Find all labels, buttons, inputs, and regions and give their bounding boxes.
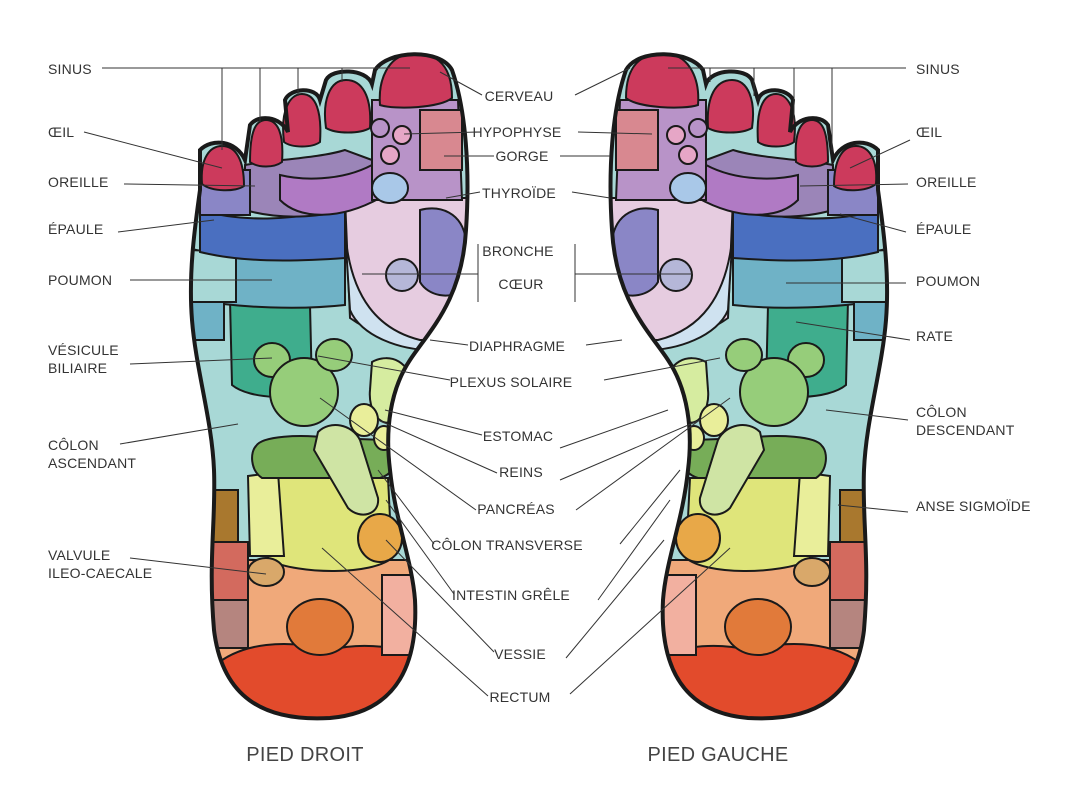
label-rectum: RECTUM xyxy=(489,689,551,705)
label-sinus-right-foot: SINUS xyxy=(48,61,92,77)
label-oreille-left-foot: OREILLE xyxy=(916,174,977,190)
label-oeil-left-foot: ŒIL xyxy=(916,124,943,140)
label-valvule-ileo-caecale: VALVULE ILEO-CAECALE xyxy=(48,547,153,581)
label-cerveau: CERVEAU xyxy=(484,88,554,104)
label-bronche: BRONCHE xyxy=(482,243,554,259)
label-colon-descendant: CÔLON DESCENDANT xyxy=(916,404,1015,438)
label-thyroide: THYROÏDE xyxy=(482,185,556,201)
label-intestin-grele: INTESTIN GRÊLE xyxy=(452,587,570,603)
label-hypophyse: HYPOPHYSE xyxy=(472,124,562,140)
label-epaule-left-foot: ÉPAULE xyxy=(916,221,972,237)
label-gorge: GORGE xyxy=(495,148,549,164)
title-pied-gauche: PIED GAUCHE xyxy=(647,744,789,766)
label-rate: RATE xyxy=(916,328,954,344)
label-poumon-left-foot: POUMON xyxy=(916,273,981,289)
label-poumon-right-foot: POUMON xyxy=(48,272,113,288)
label-plexus-solaire: PLEXUS SOLAIRE xyxy=(449,374,573,390)
leader-lines xyxy=(83,67,911,697)
label-coeur: CŒUR xyxy=(498,276,544,292)
left-foot xyxy=(608,52,890,721)
label-sinus-left-foot: SINUS xyxy=(916,61,960,77)
label-oeil-right-foot: ŒIL xyxy=(48,124,75,140)
label-vessie: VESSIE xyxy=(494,646,546,662)
right-foot xyxy=(188,52,470,721)
title-pied-droit: PIED DROIT xyxy=(246,744,364,766)
label-colon-ascendant: CÔLON ASCENDANT xyxy=(48,437,137,471)
label-pancreas: PANCRÉAS xyxy=(477,501,555,517)
label-reins: REINS xyxy=(499,464,543,480)
label-vesicule-biliaire: VÉSICULE BILIAIRE xyxy=(48,342,119,376)
label-diaphragme: DIAPHRAGME xyxy=(468,338,566,354)
label-epaule-right-foot: ÉPAULE xyxy=(48,221,104,237)
label-oreille-right-foot: OREILLE xyxy=(48,174,109,190)
label-estomac: ESTOMAC xyxy=(482,428,554,444)
label-anse-sigmoide: ANSE SIGMOÏDE xyxy=(916,498,1031,514)
label-colon-transverse: CÔLON TRANSVERSE xyxy=(431,537,583,553)
